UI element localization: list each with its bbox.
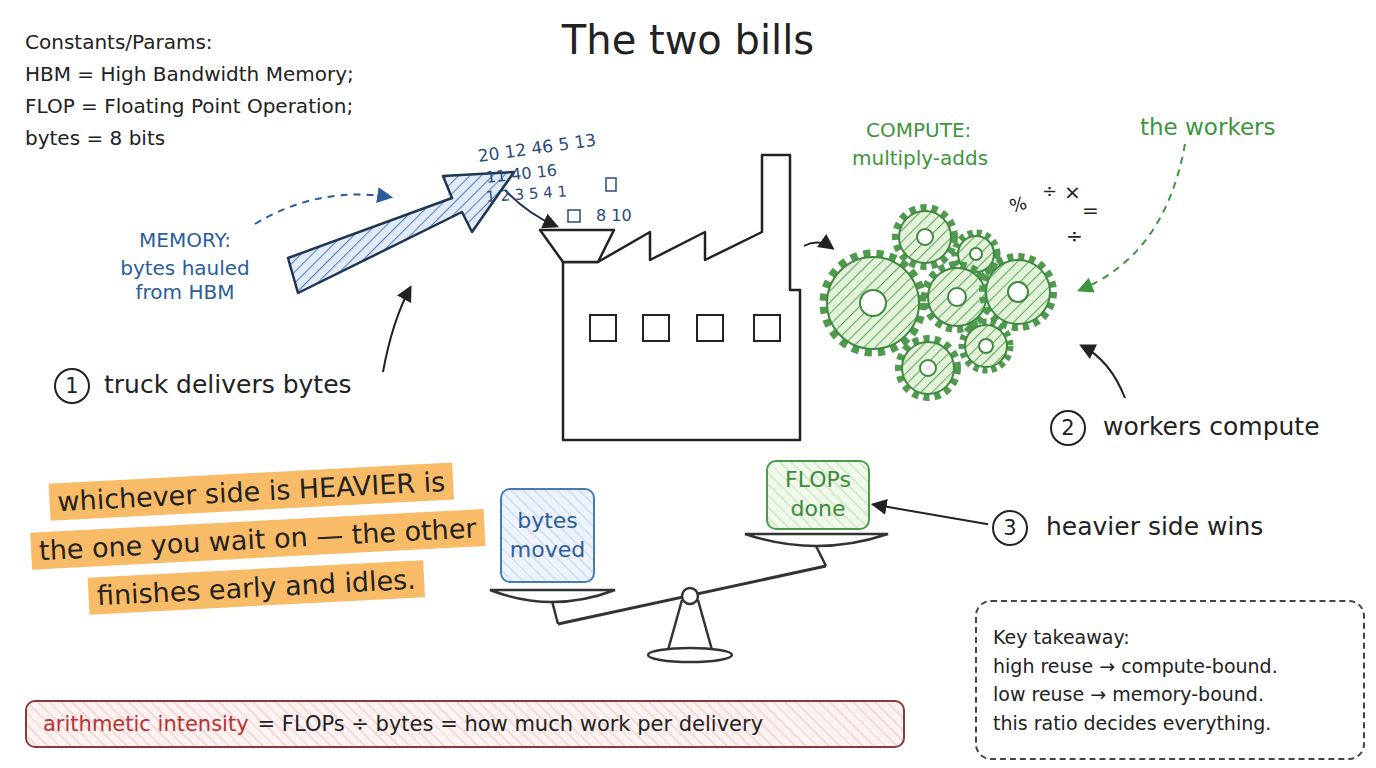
delivery-arrow	[288, 172, 514, 293]
byte-values: 8 10	[596, 206, 632, 225]
factory-building	[563, 155, 800, 440]
byte-values: 20 12 46 5 13	[477, 130, 598, 167]
gear-teeth	[983, 257, 1053, 327]
factory-window	[643, 315, 669, 341]
compute-note: multiply-adds	[852, 146, 988, 170]
gear	[899, 339, 957, 397]
gear-body	[827, 257, 919, 349]
gear-body	[986, 260, 1050, 324]
node-body: low reuse → memory-bound.	[993, 680, 1264, 709]
gear-teeth	[824, 254, 922, 352]
compute-heading: COMPUTE:	[866, 118, 971, 142]
gear-hub	[1008, 282, 1028, 302]
callout-circle: 3	[992, 510, 1028, 546]
workers-label: the workers	[1140, 114, 1275, 142]
gear	[925, 265, 989, 329]
scale-post	[668, 600, 712, 650]
math-symbol: ÷	[1066, 224, 1083, 248]
scale-pan	[490, 590, 615, 602]
gear-body	[899, 211, 951, 263]
factory-hopper	[540, 230, 614, 262]
gear-teeth	[962, 322, 1010, 370]
step-label: truck delivers bytes	[104, 370, 352, 400]
step-label: heavier side wins	[1046, 512, 1263, 542]
gear-hub	[970, 248, 982, 260]
math-symbol: ×	[1064, 180, 1081, 204]
callout-circle: 2	[1050, 410, 1086, 446]
takeaway-box: Key takeaway:high reuse → compute-bound.…	[975, 600, 1365, 760]
factory-window	[754, 315, 780, 341]
gear-hub	[948, 288, 966, 306]
gear-teeth	[925, 265, 989, 329]
formula-box: arithmetic intensity = FLOPs ÷ bytes = ho…	[25, 700, 905, 748]
leader-arrow	[1082, 346, 1125, 398]
scale-base	[648, 648, 732, 662]
node-text: arithmetic intensity	[43, 712, 249, 736]
callout-circle: 1	[54, 368, 90, 404]
math-symbol: %	[1007, 192, 1029, 217]
legend-note: HBM = High Bandwidth Memory;	[25, 62, 354, 86]
pan-hanger	[552, 601, 558, 624]
bytes-box: bytes moved	[500, 488, 595, 583]
leader-arrow	[383, 288, 410, 372]
leader-arrow	[1080, 144, 1185, 290]
node-text: FLOPs done	[768, 466, 868, 523]
node-text: Key takeaway:	[993, 623, 1130, 652]
math-symbol: ÷	[1042, 180, 1057, 202]
factory-window	[697, 315, 723, 341]
memory-note: bytes hauled from HBM	[100, 256, 270, 304]
gear-teeth	[896, 208, 954, 266]
node-text: 2	[1061, 418, 1074, 439]
leader-arrow	[255, 195, 390, 224]
legend-note: Constants/Params:	[25, 30, 213, 54]
legend-note: FLOP = Floating Point Operation;	[25, 94, 353, 118]
node-text: bytes moved	[502, 507, 593, 564]
step-label: workers compute	[1103, 412, 1320, 442]
gear-body	[928, 268, 986, 326]
gear-hub	[917, 229, 933, 245]
flow-arrow	[804, 242, 832, 248]
scale-pan	[745, 534, 888, 546]
node-body: this ratio decides everything.	[993, 709, 1271, 738]
gear	[983, 257, 1053, 327]
gear	[824, 254, 922, 352]
node-text: 3	[1003, 518, 1016, 539]
memory-heading: MEMORY:	[105, 228, 265, 252]
math-symbol: =	[1082, 198, 1099, 222]
gear-hub	[920, 360, 936, 376]
connector-arrow	[874, 505, 988, 525]
legend-note: bytes = 8 bits	[25, 126, 165, 150]
node-body: high reuse → compute-bound.	[993, 652, 1278, 681]
gear-body	[965, 325, 1007, 367]
node-body: = FLOPs ÷ bytes = how much work per deli…	[258, 712, 764, 736]
node-text: whichever side is HEAVIER is the one you…	[30, 463, 485, 615]
byte-square	[568, 210, 580, 222]
highlight-note: whichever side is HEAVIER is the one you…	[27, 450, 483, 673]
flops-box: FLOPs done	[766, 460, 870, 530]
gear-hub	[860, 290, 886, 316]
node-text: 1	[65, 376, 78, 397]
gear-hub	[979, 339, 993, 353]
gear	[962, 322, 1010, 370]
gear-body	[902, 342, 954, 394]
pan-hanger	[816, 546, 826, 566]
gear-teeth	[899, 339, 957, 397]
factory-window	[590, 315, 616, 341]
scale-pivot	[682, 588, 698, 604]
byte-square	[606, 178, 616, 191]
gear	[896, 208, 954, 266]
